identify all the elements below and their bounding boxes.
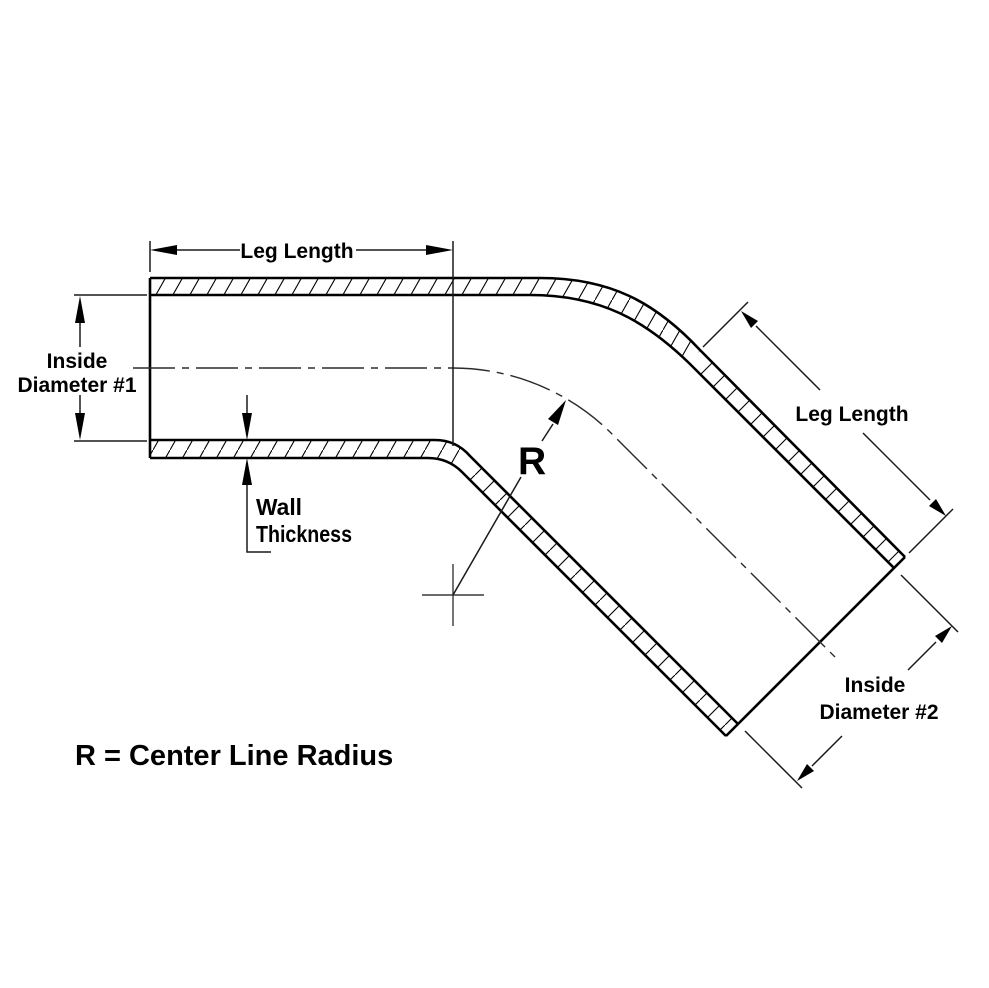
outer-bottom-wall-edge (150, 456, 727, 737)
arrowhead-id1-down (75, 413, 85, 440)
dimension-lines (74, 241, 959, 789)
label-leg-length-top: Leg Length (240, 240, 353, 263)
arrowhead-id2-upper (935, 626, 952, 643)
id2-dim-lower (811, 735, 843, 767)
label-inside-diameter-2-line1: Inside (845, 674, 906, 697)
arrowhead-leg2-lower (929, 499, 946, 516)
leg-length-right-ext-far (908, 508, 954, 554)
inner-bottom-wall-edge (150, 438, 739, 725)
inner-top-wall-edge (150, 293, 895, 569)
id2-ext-bottom (744, 730, 803, 789)
arrowhead-id2-lower (797, 764, 814, 781)
label-inside-diameter-1-line2: Diameter #1 (17, 374, 136, 397)
label-wall-thickness-line1: Wall (256, 494, 302, 520)
dimension-arrowheads (75, 245, 952, 781)
leg-length-right-ext-near (702, 301, 749, 348)
right-end-face (725, 556, 906, 737)
arrowhead-wall-down (242, 413, 252, 440)
label-inside-diameter-1-line1: Inside (47, 350, 108, 373)
top-wall-diagonal-hatch (690, 350, 905, 568)
wall-thickness-leader (246, 483, 271, 553)
tube-outline (148, 276, 906, 737)
radius-line (452, 476, 522, 596)
leg-length-right-dim-lower (862, 432, 931, 501)
label-radius-note: R = Center Line Radius (75, 740, 393, 772)
outer-top-wall-edge (150, 276, 906, 558)
arrowhead-id1-up (75, 296, 85, 323)
tube-wall-hatching (150, 278, 905, 736)
label-inside-diameter-2-line2: Diameter #2 (819, 701, 938, 724)
radius-arrow-shaft (541, 423, 554, 442)
id2-dim-upper (907, 641, 937, 671)
bottom-wall-horizontal-hatch (150, 440, 470, 472)
leg-length-right-dim-upper (755, 325, 821, 391)
arrowhead-leg-length-right (426, 245, 453, 255)
label-leg-length-right: Leg Length (795, 403, 908, 426)
top-wall-horizontal-hatch (150, 278, 700, 364)
diagram-labels: Leg Length Inside Diameter #1 Wall Thick… (17, 240, 938, 772)
arrowhead-leg2-upper (741, 311, 758, 328)
arrowhead-leg-length-left (150, 245, 177, 255)
center-line (133, 367, 839, 661)
arrowhead-radius (548, 400, 566, 425)
arrowhead-wall-up (242, 458, 252, 485)
bottom-wall-diagonal-hatch (462, 456, 738, 736)
id2-ext-top (900, 574, 959, 633)
label-wall-thickness-line2: Thickness (256, 521, 352, 547)
label-radius-symbol: R (518, 440, 546, 483)
